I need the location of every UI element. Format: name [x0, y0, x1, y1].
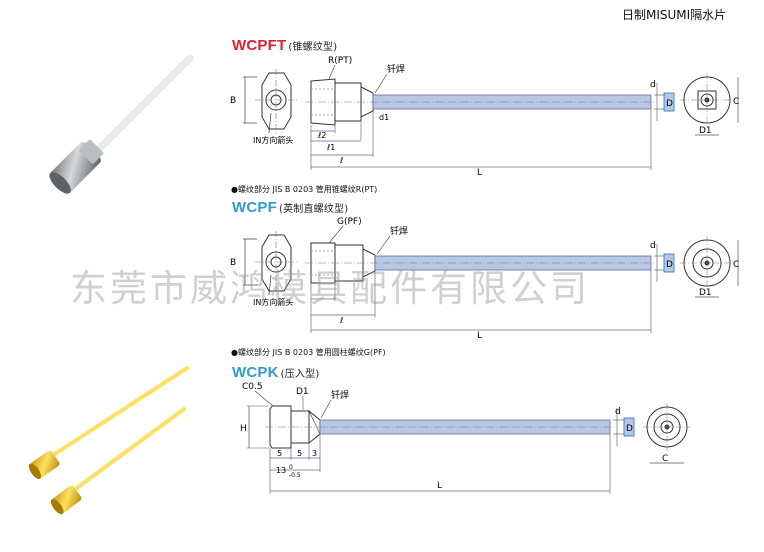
wcpft-label-B: B [230, 96, 236, 106]
wcpk-dim-c: 3 [312, 449, 317, 458]
wcpk-label-H: H [240, 424, 247, 434]
wcpk-title: WCPK(压入型) [232, 364, 319, 381]
wcpft-drawing: B IN方向箭头 R(PT) 钎焊 ℓ2 ℓ1 ℓ L d1 d D C D1 [230, 56, 739, 178]
wcpk-label-solder: 钎焊 [331, 389, 349, 401]
wcpft-label-thread: R(PT) [328, 56, 352, 66]
wcpft-title: WCPFT(锥螺纹型) [232, 37, 337, 54]
wcpf-label-thread: G(PF) [337, 217, 362, 227]
wcpk-label-L: L [437, 481, 442, 491]
wcpft-label-d: d [650, 80, 656, 90]
wcpk-subtitle: (压入型) [280, 369, 320, 380]
wcpft-label-solder: 钎焊 [387, 63, 405, 75]
wcpft-thread-note: ●螺纹部分 JIS B 0203 管用锥螺纹R(PT) [231, 185, 378, 194]
wcpk-label-chamfer: C0.5 [242, 382, 263, 392]
wcpft-label-L: L [477, 168, 482, 178]
wcpk-dim-total: 13 [276, 466, 286, 475]
wcpf-label-solder: 钎焊 [390, 225, 408, 237]
wcpk-label-C: C [662, 454, 668, 464]
header-note: 日制MISUMI隔水片 [622, 8, 727, 22]
wcpft-label-l: ℓ [339, 156, 343, 165]
wcpf-label-D1: D1 [699, 288, 712, 298]
wcpk-product-photo [28, 366, 189, 515]
wcpf-label-B: B [230, 258, 236, 268]
wcpf-label-C: C [733, 260, 739, 270]
wcpft-title-code: WCPFT [232, 37, 287, 54]
wcpft-label-l2: ℓ2 [317, 131, 326, 140]
wcpk-label-D1: D1 [296, 387, 309, 397]
wcpk-label-D: D [626, 424, 633, 434]
wcpk-drawing: C0.5 D1 钎焊 H 5 5 3 13 0 -0.5 L d D C [240, 382, 691, 494]
wcpf-label-D: D [666, 260, 673, 270]
wcpft-label-D: D [666, 99, 673, 109]
wcpft-label-in-arrow: IN方向箭头 [253, 135, 293, 145]
wcpf-drawing: B IN方向箭头 G(PF) 钎焊 ℓ L d D C D1 [230, 217, 739, 341]
wcpf-title-code: WCPF [232, 199, 277, 216]
wcpf-label-in-arrow: IN方向箭头 [253, 297, 293, 307]
wcpf-thread-note: ●螺纹部分 JIS B 0203 管用圆柱螺纹G(PF) [231, 348, 386, 357]
wcpft-product-photo [49, 54, 194, 194]
wcpft-label-C: C [733, 97, 739, 107]
wcpk-label-d: d [615, 407, 621, 417]
wcpf-label-L: L [477, 331, 482, 341]
wcpft-subtitle: (锥螺纹型) [288, 42, 338, 53]
wcpk-dim-tol-upper: 0 [289, 464, 293, 471]
wcpk-title-code: WCPK [232, 364, 279, 381]
wcpft-label-l1: ℓ1 [326, 143, 335, 152]
wcpf-subtitle: (英制直螺纹型) [278, 204, 349, 215]
wcpk-dim-tol-lower: -0.5 [289, 472, 301, 479]
wcpf-label-l: ℓ [339, 316, 343, 325]
wcpk-dim-a: 5 [277, 449, 282, 458]
wcpk-dim-b: 5 [297, 449, 302, 458]
wcpf-label-d: d [650, 241, 656, 251]
watermark: 东莞市威鸿模具配件有限公司 [70, 267, 590, 310]
wcpft-label-d1: d1 [379, 113, 389, 122]
wcpf-title: WCPF(英制直螺纹型) [232, 199, 348, 216]
wcpft-label-D1: D1 [699, 126, 712, 136]
